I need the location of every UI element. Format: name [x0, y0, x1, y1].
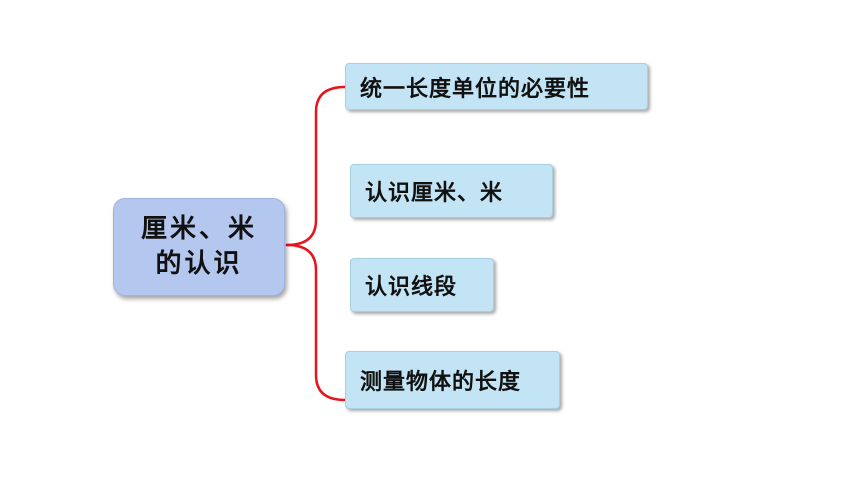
branch-centimeter-meter: 认识厘米、米 [350, 164, 553, 218]
central-topic-line-2: 的认识 [155, 249, 243, 279]
branch-unit-necessity: 统一长度单位的必要性 [345, 63, 648, 110]
central-topic: 厘米、米 的认识 [113, 198, 285, 296]
branch-label: 统一长度单位的必要性 [360, 76, 591, 102]
central-topic-line-1: 厘米、米 [140, 213, 257, 244]
branch-line-segment: 认识线段 [350, 258, 494, 312]
branch-label: 认识厘米、米 [365, 181, 504, 206]
branch-label: 认识线段 [365, 275, 458, 300]
branch-measure-length: 测量物体的长度 [345, 351, 560, 409]
branch-label: 测量物体的长度 [360, 370, 522, 395]
